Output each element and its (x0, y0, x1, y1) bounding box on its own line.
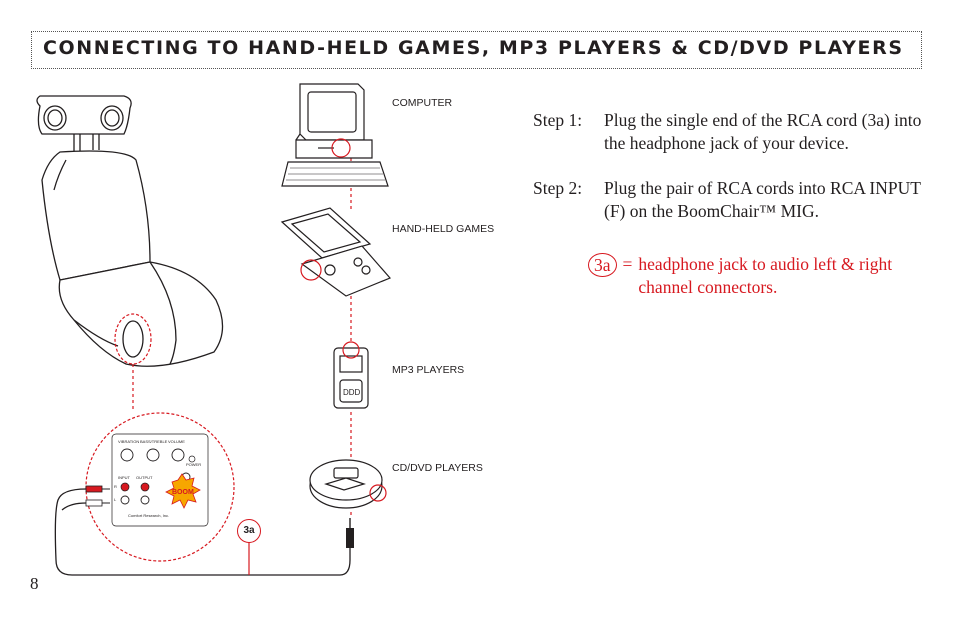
boom-logo (165, 473, 201, 509)
legend-badge: 3a (588, 253, 617, 277)
handheld-jack-highlight (300, 259, 322, 281)
cd-dvd-label: CD/DVD PLAYERS (392, 462, 483, 474)
bass-treble-knob (146, 448, 160, 462)
step-text: Plug the pair of RCA cords into RCA INPU… (604, 178, 921, 221)
step-number: Step 1: (533, 110, 583, 130)
page-title: CONNECTING TO HAND-HELD GAMES, MP3 PLAYE… (43, 37, 904, 59)
power-led (188, 455, 196, 463)
control-panel: VIBRATION BASS/TREBLE VOLUME POWER INPUT… (111, 433, 209, 527)
brand-label: Comfort Research, Inc. (128, 513, 169, 518)
mp3-jack-highlight (342, 341, 360, 359)
l-label: L (114, 497, 117, 502)
mp3-illustration (333, 347, 369, 409)
input-label: INPUT (118, 475, 131, 480)
knob-label-vibration: VIBRATION (118, 439, 139, 444)
computer-label: COMPUTER (392, 97, 453, 109)
handheld-illustration (280, 207, 392, 297)
computer-jack-highlight (331, 138, 351, 158)
mp3-label: MP3 PLAYERS (392, 364, 465, 376)
legend-text: headphone jack to audio left & right cha… (638, 254, 893, 297)
step-2: Step 2: Plug the pair of RCA cords into … (533, 177, 933, 223)
boom-logo-text: BOOM (172, 489, 194, 496)
knob-label-bass: BASS/TREBLE (140, 439, 168, 444)
boomchair-illustration (36, 95, 224, 367)
header-frame (31, 31, 922, 69)
step-1: Step 1: Plug the single end of the RCA c… (533, 109, 933, 155)
computer-illustration (281, 83, 389, 187)
handheld-label: HAND-HELD GAMES (392, 223, 495, 235)
output-jack-r (140, 482, 150, 492)
output-label: OUTPUT (136, 475, 153, 480)
legend-3a: 3a = headphone jack to audio left & righ… (588, 253, 928, 299)
page-number: 8 (30, 574, 39, 593)
cd-player-illustration (309, 459, 383, 509)
volume-knob (171, 448, 185, 462)
output-jack-l (140, 495, 150, 505)
rca-cable (54, 485, 354, 576)
instruction-steps: Step 1: Plug the single end of the RCA c… (533, 109, 933, 245)
cable-tag-3a: 3a (237, 519, 261, 543)
step-text: Plug the single end of the RCA cord (3a)… (604, 110, 922, 153)
power-label: POWER (186, 462, 201, 467)
chair-input-highlight (114, 313, 152, 365)
knob-label-volume: VOLUME (168, 439, 185, 444)
r-label: R (114, 484, 117, 489)
cd-jack-highlight (369, 484, 387, 502)
legend-equals: = (622, 254, 633, 274)
vibration-knob (120, 448, 134, 462)
step-number: Step 2: (533, 178, 583, 198)
input-jack-l (120, 495, 130, 505)
input-jack-r (120, 482, 130, 492)
mp3-screen-text: DDD (343, 388, 361, 397)
